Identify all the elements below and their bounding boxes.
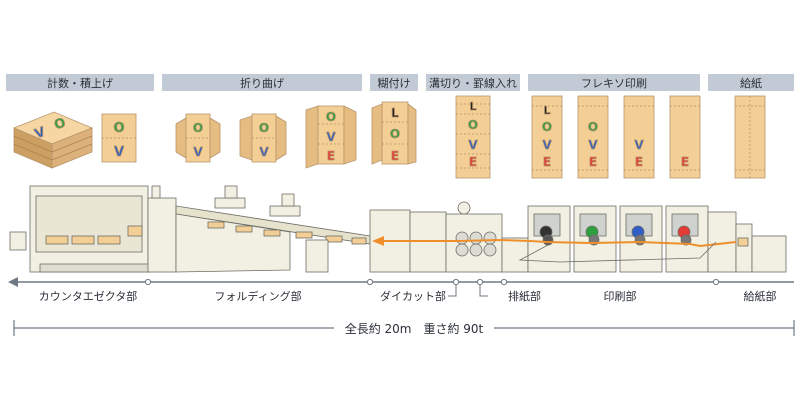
board-illustrations: V O O V O V O V [12, 95, 766, 179]
stage-headers: 計数・積上げ 折り曲げ 糊付け 溝切り・罫線入れ フレキソ印刷 給紙 [6, 74, 794, 91]
letter-v: V [326, 130, 336, 144]
letter-e: E [681, 155, 689, 169]
letter-l: L [469, 100, 476, 113]
letter-o: O [52, 116, 68, 134]
machine-side-view [9, 185, 787, 273]
letter-o: O [259, 121, 269, 135]
letter-v: V [468, 138, 478, 152]
folding-unit [147, 185, 371, 273]
letter-e: E [327, 149, 335, 163]
overall-length-bar: 全長約 20m 重さ約 90t [13, 320, 795, 336]
header-label-slotting: 溝切り・罫線入れ [429, 76, 517, 90]
letter-e: E [635, 155, 643, 169]
header-bar-feeding [708, 74, 794, 91]
gluing-box [371, 101, 417, 165]
header-label-folding: 折り曲げ [240, 76, 284, 90]
section-labels: カウンタエゼクタ部 フォルディング部 ダイカット部 排紙部 印刷部 給紙部 [39, 289, 777, 303]
header-label-counting: 計数・積上げ [47, 76, 113, 90]
printing-unit [501, 205, 709, 273]
letter-v: V [588, 138, 598, 152]
letter-l: L [543, 104, 550, 117]
folding-box-3 [305, 105, 357, 169]
header-bar-slotting [426, 74, 520, 91]
header-bar-flexo [528, 74, 700, 91]
letter-o: O [113, 121, 124, 136]
letter-v: V [114, 145, 124, 160]
header-bar-gluing [370, 74, 418, 91]
letter-l: L [391, 106, 399, 120]
slotted-blank [455, 95, 491, 179]
stacked-box [12, 111, 94, 169]
printed-blank-1 [531, 95, 563, 179]
letter-o: O [542, 120, 552, 134]
board-flow [372, 236, 737, 263]
header-label-flexo: フレキソ印刷 [581, 77, 647, 90]
feeder-unit [707, 211, 787, 273]
letter-v: V [193, 145, 203, 159]
letter-e: E [469, 155, 477, 169]
section-label-folding: フォルディング部 [214, 289, 301, 303]
letter-v: V [634, 138, 644, 152]
section-label-feeder: 給紙部 [744, 289, 777, 303]
letter-o: O [588, 120, 598, 134]
section-label-delivery: 排紙部 [508, 289, 541, 303]
folding-box-1 [175, 113, 221, 163]
header-label-gluing: 糊付け [378, 76, 411, 90]
machine-specs: 全長約 20m 重さ約 90t [345, 321, 484, 336]
section-label-printing: 印刷部 [604, 289, 637, 303]
section-axis [8, 277, 794, 297]
printed-blank-4 [669, 95, 701, 179]
printed-blank-2 [577, 95, 609, 179]
letter-e: E [543, 155, 551, 169]
counter-ejector-unit [9, 185, 151, 273]
header-bar-counting [6, 74, 154, 91]
letter-o: O [326, 110, 336, 124]
letter-o: O [193, 121, 203, 135]
diecut-unit [369, 201, 503, 273]
printed-blank-3 [623, 95, 655, 179]
letter-e: E [589, 155, 597, 169]
letter-v: V [259, 145, 269, 159]
letter-e: E [391, 149, 399, 163]
section-label-counter: カウンタエゼクタ部 [39, 289, 138, 303]
letter-v: V [542, 138, 552, 152]
section-label-diecut: ダイカット部 [380, 289, 446, 303]
folding-box-2 [239, 113, 287, 163]
header-label-feeding: 給紙 [740, 76, 762, 90]
header-bar-folding [162, 74, 362, 91]
letter-o: O [468, 118, 478, 132]
letter-o: O [390, 127, 400, 141]
